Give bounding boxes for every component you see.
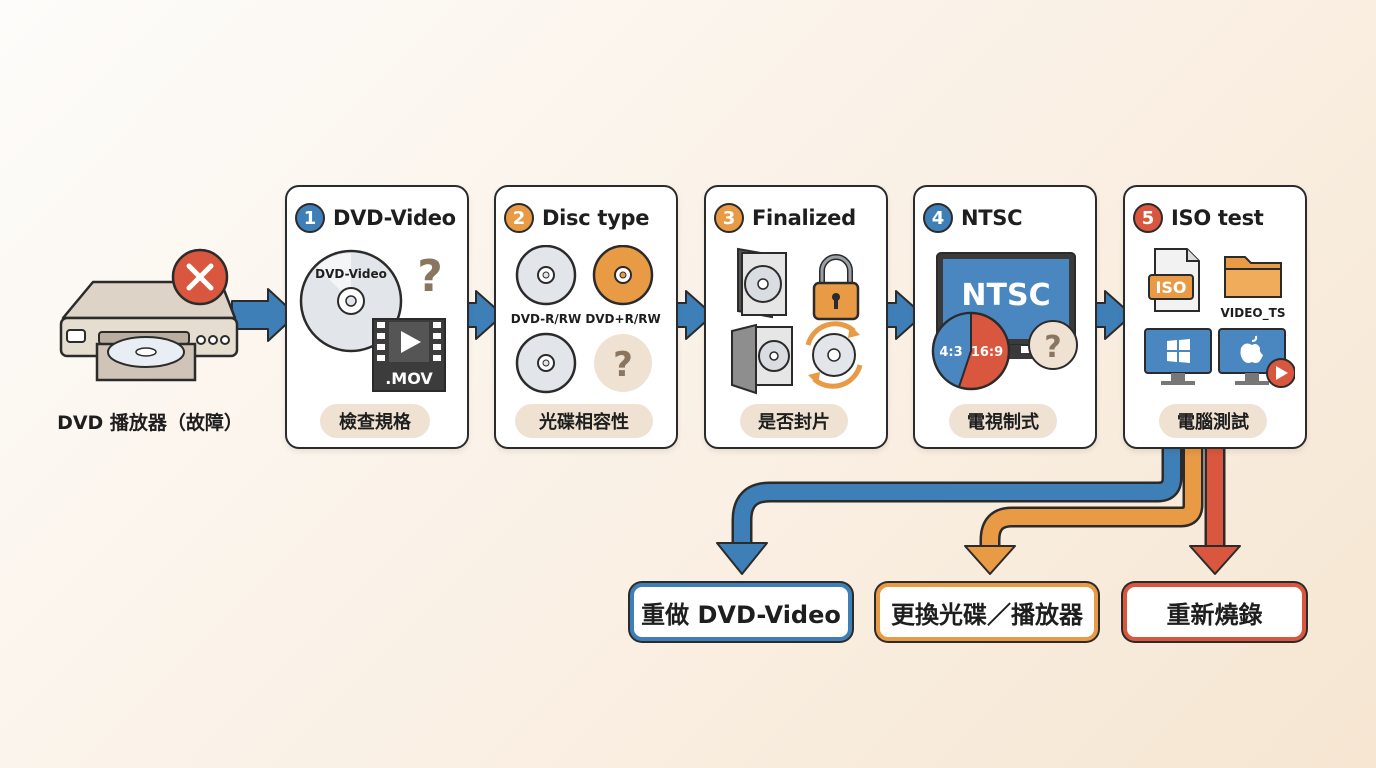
dvd-player bbox=[55, 248, 245, 388]
disc-dvd-plus-r-icon bbox=[592, 245, 654, 306]
ratio-16-9-text: 16:9 bbox=[971, 345, 1003, 360]
step-badge-2: 2 bbox=[504, 203, 534, 233]
branch-arrow-red bbox=[1189, 447, 1241, 575]
step-header-4: 4 NTSC bbox=[923, 203, 1091, 233]
aspect-ratio-pie-icon: 4:3 16:9 bbox=[931, 311, 1011, 391]
folder-name-text: VIDEO_TS bbox=[1221, 306, 1286, 321]
step-title-1: DVD-Video bbox=[333, 206, 456, 230]
apple-icon bbox=[1218, 328, 1286, 385]
step-badge-1: 1 bbox=[295, 203, 325, 233]
step-header-3: 3 Finalized bbox=[714, 203, 882, 233]
question-circle-icon: ? bbox=[594, 334, 652, 392]
question-circle-icon: ? bbox=[1028, 320, 1078, 370]
step-title-3: Finalized bbox=[752, 206, 856, 230]
disc-format-text: DVD-Video bbox=[315, 267, 387, 281]
outcome-redo-dvd-video: 重做 DVD-Video bbox=[630, 583, 852, 641]
refresh-disc-icon bbox=[805, 321, 863, 389]
disc-unknown-icon bbox=[515, 332, 577, 394]
error-x-icon bbox=[171, 248, 229, 306]
step-title-2: Disc type bbox=[542, 206, 650, 230]
step-art-5: ISO VIDEO_TS bbox=[1144, 248, 1295, 388]
step-art-3 bbox=[731, 247, 863, 395]
play-icon bbox=[401, 331, 421, 353]
step-title-4: NTSC bbox=[961, 206, 1023, 230]
iso-file-icon: ISO bbox=[1148, 248, 1200, 312]
dvd-player-icon bbox=[59, 280, 239, 382]
step-card-5: 5 ISO test ISO VIDEO_TS bbox=[1123, 185, 1307, 449]
step-card-3: 3 Finalized bbox=[704, 185, 888, 449]
branch-arrow-blue bbox=[716, 447, 1183, 575]
player-label: DVD 播放器（故障） bbox=[57, 412, 243, 434]
step-label-4: 電視制式 bbox=[949, 404, 1057, 438]
video-file-icon: .MOV bbox=[372, 318, 446, 392]
step-badge-3: 3 bbox=[714, 203, 744, 233]
step-art-4: NTSC 4:3 16:9 ? bbox=[931, 252, 1078, 391]
step-label-2: 光碟相容性 bbox=[515, 404, 653, 438]
windows-icon bbox=[1144, 328, 1212, 385]
branch-arrow-orange bbox=[964, 447, 1204, 575]
step-label-5: 電腦測試 bbox=[1159, 404, 1267, 438]
dvd-case-icon bbox=[737, 247, 787, 319]
outcome-reburn: 重新燒錄 bbox=[1123, 583, 1306, 641]
padlock-icon bbox=[812, 254, 860, 321]
open-case-icon bbox=[731, 323, 793, 395]
step-badge-4: 4 bbox=[923, 203, 953, 233]
step-header-2: 2 Disc type bbox=[504, 203, 672, 233]
play-icon bbox=[1266, 358, 1295, 388]
step-title-5: ISO test bbox=[1171, 206, 1264, 230]
question-mark-icon: ? bbox=[613, 345, 633, 385]
disc-dvd-r-icon bbox=[515, 245, 577, 306]
tv-screen-text: NTSC bbox=[961, 278, 1050, 313]
iso-file-text: ISO bbox=[1155, 278, 1186, 297]
ratio-4-3-text: 4:3 bbox=[939, 345, 962, 360]
outcome-replace-disc-player: 更換光碟／播放器 bbox=[876, 583, 1098, 641]
question-mark-icon: ? bbox=[417, 251, 443, 302]
step-header-1: 1 DVD-Video bbox=[295, 203, 463, 233]
question-mark-icon: ? bbox=[1044, 330, 1061, 365]
step-label-3: 是否封片 bbox=[740, 404, 848, 438]
file-extension-text: .MOV bbox=[385, 369, 433, 388]
step-label-1: 檢查規格 bbox=[320, 404, 430, 438]
disc-type-label-2: DVD+R/RW bbox=[585, 312, 660, 326]
step-art-1: DVD-Video ? .MOV bbox=[299, 249, 446, 392]
step-badge-5: 5 bbox=[1133, 203, 1163, 233]
folder-icon bbox=[1224, 256, 1282, 298]
step-header-5: 5 ISO test bbox=[1133, 203, 1301, 233]
step-art-2: DVD-R/RW DVD+R/RW ? bbox=[511, 245, 661, 394]
step-card-4: 4 NTSC NTSC 4:3 16:9 ? bbox=[913, 185, 1097, 449]
disc-type-label-1: DVD-R/RW bbox=[511, 312, 582, 326]
